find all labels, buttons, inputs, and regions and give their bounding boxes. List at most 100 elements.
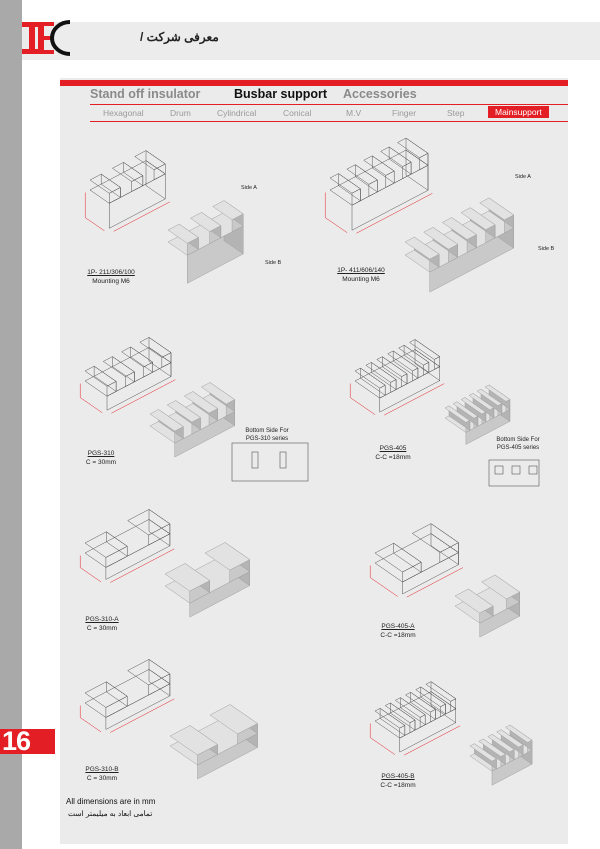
face: [403, 344, 430, 373]
product-label: PGS-405-B C-C =18mm: [368, 772, 428, 790]
face: [130, 346, 153, 373]
face: [145, 150, 166, 175]
product-spec: C-C =18mm: [380, 782, 416, 789]
face: [379, 707, 406, 736]
face: [346, 164, 378, 185]
face: [430, 708, 436, 723]
face: [487, 734, 515, 753]
subtab-step[interactable]: Step: [447, 108, 465, 118]
subtab-cylindrical[interactable]: Cylindrical: [217, 108, 257, 118]
subtab-finger[interactable]: Finger: [392, 108, 417, 118]
face: [93, 365, 117, 392]
face: [379, 384, 386, 399]
drawing-pgs-405: [349, 339, 445, 416]
face: [134, 150, 166, 171]
product-spec: Mounting M6: [342, 276, 380, 283]
face: [481, 574, 521, 600]
tab-busbar-support[interactable]: Busbar support: [234, 87, 328, 101]
product-code: PGS-405-A: [381, 623, 415, 630]
slot: [511, 465, 521, 475]
photo-pgs-405-a: [454, 574, 521, 638]
divider: [90, 121, 568, 122]
face: [387, 350, 419, 372]
face: [420, 686, 446, 715]
face: [399, 725, 406, 739]
face: [89, 173, 121, 194]
dimension-line: [85, 217, 105, 232]
divider: [90, 104, 568, 105]
dimension-line: [111, 379, 176, 414]
dimension-line: [350, 397, 376, 415]
face: [148, 336, 172, 364]
header-band: [22, 22, 600, 60]
face: [409, 719, 416, 734]
tab-accessories[interactable]: Accessories: [343, 87, 417, 101]
face: [148, 668, 171, 697]
bottom-side-diagram-310: [231, 442, 309, 482]
face: [209, 704, 258, 735]
face: [351, 164, 429, 231]
page-number: 16: [2, 726, 31, 756]
subtab-drum[interactable]: Drum: [170, 108, 191, 118]
product-spec: C = 30mm: [85, 459, 117, 466]
face: [169, 725, 218, 756]
dimension-line: [325, 217, 348, 233]
face: [382, 356, 408, 385]
tab-stand-off-insulator[interactable]: Stand off insulator: [90, 87, 201, 101]
face: [112, 356, 135, 383]
face: [123, 161, 144, 187]
face: [439, 542, 459, 563]
face: [390, 702, 416, 731]
face: [430, 681, 456, 710]
dimension-line: [113, 201, 170, 232]
face: [409, 339, 441, 360]
product-spec: C-C =18mm: [375, 454, 411, 461]
product-code: PGS-405: [379, 445, 407, 452]
product-spec: C-C =18mm: [380, 632, 416, 639]
face: [100, 173, 121, 198]
product-label: PGS-405-A C-C =18mm: [368, 622, 428, 640]
face: [139, 337, 172, 358]
face: [204, 542, 251, 571]
face: [84, 519, 171, 568]
face: [84, 531, 128, 558]
face: [371, 155, 395, 184]
face: [105, 533, 171, 580]
left-strip: [0, 0, 22, 849]
face: [84, 365, 117, 387]
face: [183, 391, 219, 414]
face: [397, 137, 429, 159]
face: [392, 350, 419, 379]
face: [102, 356, 135, 377]
drawing-pgs-310: [79, 336, 176, 414]
product-spec: C = 30mm: [86, 775, 118, 782]
slot: [279, 451, 287, 469]
dimension-line: [370, 737, 396, 755]
red-bar: [60, 80, 568, 86]
subtab-hexagonal[interactable]: Hexagonal: [103, 108, 144, 118]
subtab-mv[interactable]: M.V: [346, 108, 362, 118]
face: [414, 339, 440, 368]
face: [404, 236, 440, 260]
face: [423, 361, 430, 376]
product-code: PGS-405-B: [381, 773, 415, 780]
subtab-mainsupport[interactable]: Mainsupport: [488, 106, 549, 118]
face: [148, 673, 171, 696]
subtab-conical[interactable]: Conical: [283, 108, 312, 118]
product-code: 1P- 211/306/100: [87, 269, 135, 276]
face: [363, 155, 395, 176]
face: [109, 187, 121, 204]
dimension-line: [80, 567, 102, 583]
face: [478, 738, 506, 757]
face: [166, 400, 201, 423]
face: [505, 724, 533, 743]
face: [164, 563, 211, 592]
drawing-1p-411: [324, 137, 433, 234]
photo-pgs-405-b: [469, 724, 533, 786]
face: [84, 669, 171, 718]
dimension-line: [80, 397, 103, 413]
face: [153, 163, 166, 181]
